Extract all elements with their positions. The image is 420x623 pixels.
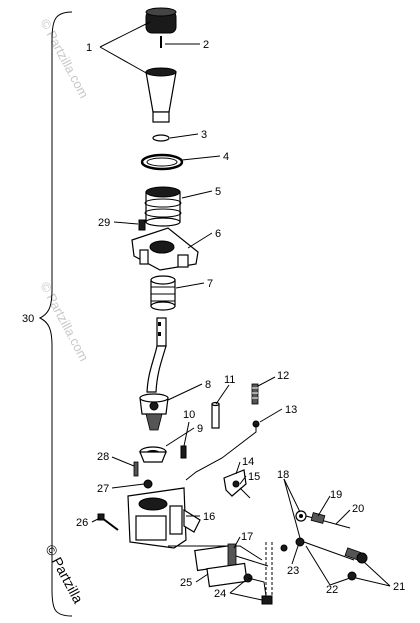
lock-nut [261, 595, 273, 605]
callout-27: 27 [97, 483, 109, 495]
callout-7: 7 [207, 278, 213, 290]
shifter-base-plate [131, 227, 199, 271]
callout-labels: 1 2 3 4 5 6 7 8 9 10 11 12 13 14 15 16 1… [22, 39, 405, 600]
callout-5: 5 [215, 186, 221, 198]
shift-knob-body [145, 67, 177, 123]
callout-22: 22 [326, 584, 338, 596]
callout-25: 25 [180, 577, 192, 589]
mounting-bolt [138, 219, 146, 231]
linkage-rod [185, 420, 260, 481]
callout-13: 13 [285, 404, 297, 416]
boot-ring [140, 153, 184, 171]
callout-23: 23 [287, 565, 299, 577]
callout-12: 12 [277, 370, 289, 382]
callout-17: 17 [241, 531, 253, 543]
callout-18: 18 [277, 469, 289, 481]
callout-4: 4 [223, 151, 229, 163]
assembly-guide-lines [265, 542, 273, 598]
callout-3: 3 [201, 129, 207, 141]
callout-30: 30 [22, 313, 34, 325]
callout-15: 15 [248, 471, 260, 483]
shift-rod-upper [211, 401, 220, 429]
detent-ball [143, 479, 153, 489]
callout-28: 28 [97, 451, 109, 463]
callout-2: 2 [203, 39, 209, 51]
callout-21: 21 [393, 581, 405, 593]
pivot-pin [180, 445, 187, 459]
spring [251, 383, 259, 405]
watermark-corner: © Partzilla [42, 542, 86, 606]
o-ring [152, 134, 170, 142]
shift-knob-cap [145, 7, 177, 34]
housing-screw [97, 513, 119, 531]
bellows-boot [150, 275, 176, 311]
pivot-cup [139, 446, 167, 463]
callout-24: 24 [214, 588, 226, 600]
callout-29: 29 [98, 217, 110, 229]
shift-boot [144, 186, 182, 227]
callout-16: 16 [203, 511, 215, 523]
detent-bracket [223, 469, 251, 499]
leader-lines [91, 21, 391, 601]
callout-11: 11 [224, 374, 235, 386]
shift-cable-assembly [168, 543, 269, 597]
watermark-top: © Partzilla.com [37, 16, 91, 100]
callout-10: 10 [183, 409, 195, 421]
callout-1: 1 [86, 42, 92, 54]
assembly-brace [38, 11, 73, 617]
callout-19: 19 [330, 489, 342, 501]
callout-26: 26 [76, 517, 88, 529]
detent-spring [133, 461, 139, 477]
callout-14: 14 [242, 456, 254, 468]
callout-20: 20 [352, 503, 364, 515]
callout-6: 6 [215, 228, 221, 240]
shifter-housing [127, 487, 201, 549]
shift-lever [139, 317, 169, 431]
callout-8: 8 [205, 379, 211, 391]
callout-9: 9 [197, 423, 203, 435]
